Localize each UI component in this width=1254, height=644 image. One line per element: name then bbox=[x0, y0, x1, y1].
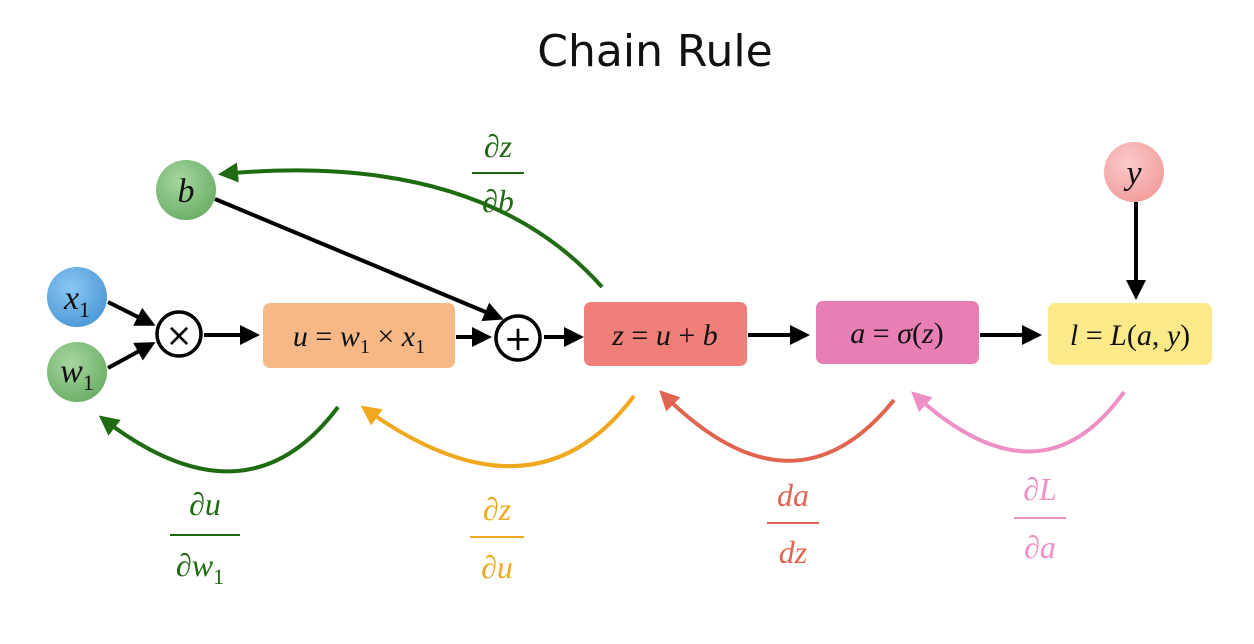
svg-text:b: b bbox=[178, 173, 195, 210]
add-operator: + bbox=[494, 314, 542, 362]
node-w1: w1 bbox=[47, 342, 107, 402]
backward-edges bbox=[98, 162, 1126, 474]
u-box: u = w1 × x1 bbox=[263, 303, 455, 368]
edge-b-to-add bbox=[214, 197, 504, 322]
svg-text:×: × bbox=[166, 316, 193, 354]
grad-label-dz-db: ∂z ∂b bbox=[472, 128, 524, 219]
svg-text:+: + bbox=[504, 319, 533, 359]
svg-text:∂L: ∂L bbox=[1023, 471, 1057, 507]
node-x1: x1 bbox=[47, 267, 107, 327]
svg-text:da: da bbox=[777, 477, 809, 513]
svg-text:∂b: ∂b bbox=[482, 183, 514, 219]
edge-w1-to-multiply bbox=[107, 342, 156, 370]
svg-text:a = σ(z): a = σ(z) bbox=[850, 317, 943, 350]
svg-text:∂z: ∂z bbox=[484, 128, 513, 164]
node-b: b bbox=[156, 160, 216, 220]
forward-edges bbox=[107, 197, 1146, 370]
grad-label-da-dz: da dz bbox=[767, 477, 819, 570]
edge-x1-to-multiply bbox=[107, 300, 156, 326]
grad-arrow-da-dz bbox=[659, 390, 896, 463]
svg-text:∂u: ∂u bbox=[481, 549, 513, 585]
multiply-operator: × bbox=[155, 310, 203, 358]
a-box: a = σ(z) bbox=[816, 301, 979, 364]
svg-text:∂u: ∂u bbox=[189, 486, 221, 522]
diagram-title: Chain Rule bbox=[537, 26, 772, 77]
svg-text:l = L(a, y): l = L(a, y) bbox=[1070, 319, 1190, 352]
node-y: y bbox=[1104, 142, 1164, 202]
svg-text:dz: dz bbox=[779, 534, 808, 570]
grad-label-dL-da: ∂L ∂a bbox=[1014, 471, 1066, 565]
svg-text:∂a: ∂a bbox=[1024, 529, 1056, 565]
grad-label-du-dw1: ∂u ∂w1 bbox=[170, 486, 240, 589]
grad-label-dz-du: ∂z ∂u bbox=[470, 491, 524, 585]
grad-arrow-dz-db bbox=[218, 162, 604, 289]
grad-arrow-dL-da bbox=[911, 390, 1126, 454]
svg-text:w1: w1 bbox=[60, 353, 94, 395]
svg-text:z = u + b: z = u + b bbox=[611, 319, 718, 352]
z-box: z = u + b bbox=[584, 302, 747, 366]
svg-text:y: y bbox=[1123, 155, 1142, 192]
svg-text:x1: x1 bbox=[63, 280, 90, 322]
svg-text:∂z: ∂z bbox=[483, 491, 512, 527]
svg-text:∂w1: ∂w1 bbox=[176, 547, 224, 589]
grad-arrow-du-dw1 bbox=[98, 405, 340, 474]
svg-text:u = w1 × x1: u = w1 × x1 bbox=[293, 320, 425, 358]
l-box: l = L(a, y) bbox=[1048, 303, 1212, 365]
grad-arrow-dz-du bbox=[360, 394, 636, 469]
